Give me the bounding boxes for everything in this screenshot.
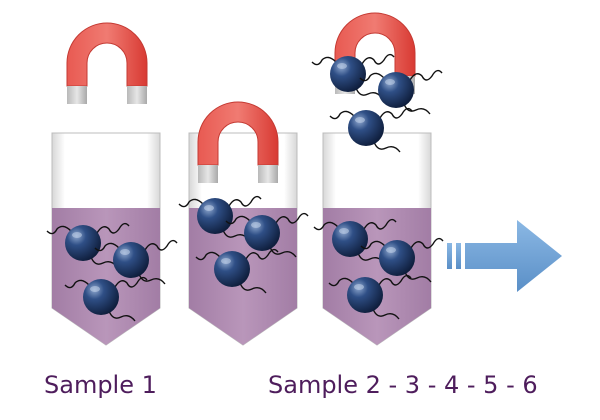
right-arrow-icon <box>447 220 562 292</box>
magnet-icon <box>66 22 148 105</box>
caption-samples-2-6: Sample 2 - 3 - 4 - 5 - 6 <box>268 371 538 399</box>
caption-sample-1: Sample 1 <box>44 371 157 399</box>
